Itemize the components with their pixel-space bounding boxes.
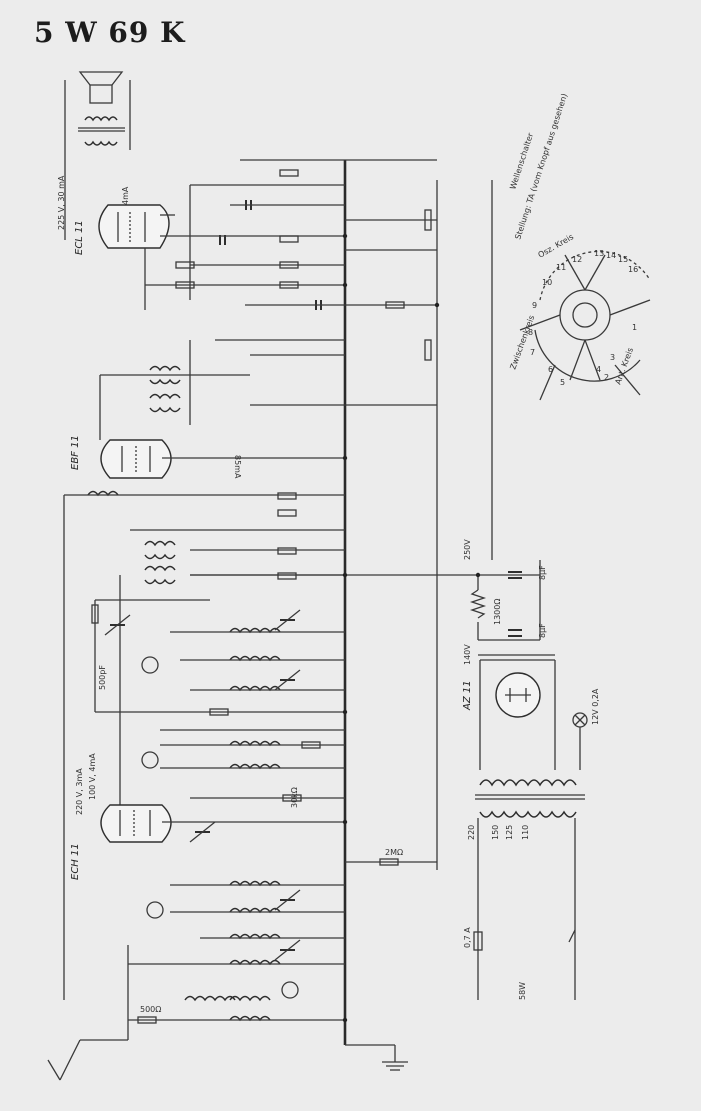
antenna-coils <box>127 880 345 1040</box>
switch-pos-4: 4 <box>596 365 601 374</box>
switch-pos-3: 3 <box>610 353 615 362</box>
switch-pos-13: 13 <box>594 249 604 258</box>
ecl11-voltage: 225 V, 30 mA <box>57 175 66 230</box>
oscillator-coils <box>91 599 345 716</box>
switch-pos-10: 10 <box>542 278 552 287</box>
r-500 <box>137 1016 157 1024</box>
switch-pos-12: 12 <box>572 255 582 264</box>
mains-125: 125 <box>505 825 514 840</box>
switch-position-numbers: 16 15 14 13 12 11 10 9 8 7 6 5 4 3 2 1 <box>528 249 638 387</box>
mains-150: 150 <box>491 825 500 840</box>
r-30k: 30kΩ <box>290 787 299 808</box>
switch-osc-label: Osz. Kreis <box>537 232 576 260</box>
r-2mohm <box>379 858 399 866</box>
filter-caps <box>508 571 522 637</box>
switch-pos-1: 1 <box>632 323 637 332</box>
ground-symbol <box>345 1044 408 1071</box>
oscillator-coils-2 <box>141 729 345 802</box>
ecl11-plate-current: 4mA <box>121 186 130 205</box>
mains-switch <box>568 929 576 943</box>
tube-ebf11 <box>100 439 345 479</box>
tube-ecl11 <box>98 204 175 249</box>
switch-pos-14: 14 <box>606 251 616 260</box>
r-1300-label: 1300Ω <box>493 599 502 625</box>
ech11-screen: 100 V, 4mA <box>88 753 97 800</box>
switch-pos-9: 9 <box>532 301 537 310</box>
az11-label: AZ 11 <box>462 680 473 711</box>
filter-resistor <box>469 575 487 640</box>
fuse <box>473 931 483 951</box>
choke <box>87 490 119 497</box>
cap-8uf-a: 8μF <box>538 565 547 580</box>
tube-az11 <box>479 659 556 770</box>
variable-caps <box>104 609 301 961</box>
power-label: 58W <box>518 982 527 1000</box>
if-transformer-2 <box>119 492 345 830</box>
r-2mohm-label: 2MΩ <box>385 848 403 857</box>
hv-140-label: 140V <box>463 644 472 665</box>
loudspeaker <box>64 71 131 240</box>
mains-220: 220 <box>467 825 476 840</box>
r-500-label: 500Ω <box>140 1005 161 1014</box>
power-transformer <box>475 779 585 1000</box>
switch-pos-8: 8 <box>528 328 533 337</box>
switch-pos-5: 5 <box>560 378 565 387</box>
ech11-label: ECH 11 <box>70 843 81 880</box>
switch-pos-2: 2 <box>604 373 609 382</box>
switch-zf-label: Zwischenkreis <box>508 314 536 371</box>
fuse-label: 0,7 A <box>463 927 472 948</box>
ech11-voltage: 220 V, 3mA <box>75 768 84 815</box>
switch-pos-6: 6 <box>548 365 553 374</box>
ecl-stage-parts <box>144 169 437 361</box>
c-500pf: 500pF <box>98 665 107 690</box>
schematic-title: 5 W 69 K <box>34 16 186 49</box>
if-transformer-1 <box>99 339 437 440</box>
junction-dots <box>342 233 481 1023</box>
ebf11-current: 85mA <box>233 455 242 479</box>
switch-pos-15: 15 <box>618 255 628 264</box>
ebf11-label: EBF 11 <box>70 435 81 470</box>
pilot-lamp <box>572 712 588 770</box>
tube-ech11 <box>100 804 345 843</box>
switch-pos-11: 11 <box>556 263 566 272</box>
switch-pos-7: 7 <box>530 348 535 357</box>
lamp-rating: 12V 0,2A <box>591 688 600 725</box>
hv-250-label: 250V <box>463 539 472 560</box>
antenna-symbol <box>47 1039 128 1081</box>
wave-switch-diagram <box>519 250 651 401</box>
mains-110: 110 <box>521 825 530 840</box>
ecl11-label: ECL 11 <box>74 220 85 255</box>
switch-pos-16: 16 <box>628 265 638 274</box>
cap-8uf-b: 8μF <box>538 623 547 638</box>
